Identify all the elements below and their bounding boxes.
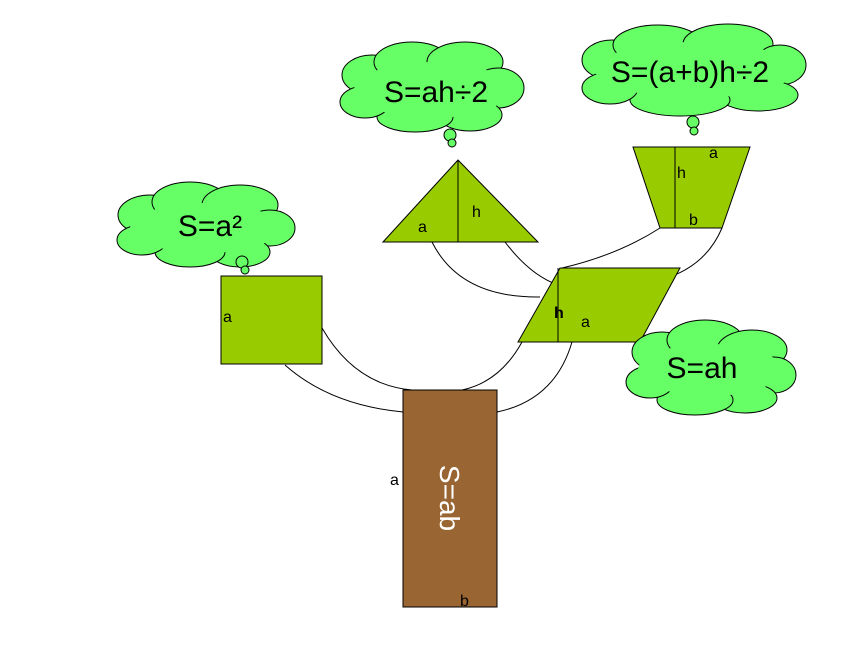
cloud-trapezoid-formula: S=(a+b)h÷2 [581, 23, 807, 136]
trapezoid-formula: S=(a+b)h÷2 [611, 56, 769, 89]
trapezoid-shape: a h b [632, 145, 751, 229]
square-side-label: a [223, 309, 232, 326]
branch-triangle-outer [431, 241, 541, 298]
square-shape: a [220, 275, 323, 365]
branch-parallelogram-inner [461, 341, 523, 391]
parallelogram-formula: S=ah [667, 352, 738, 385]
trapezoid-bottom-label: b [689, 212, 698, 229]
branch-square-outer [284, 364, 404, 413]
triangle-height-label: h [472, 204, 481, 221]
rectangle-formula: S=ab [434, 465, 465, 531]
cloud-parallelogram-formula: S=ah [625, 319, 797, 416]
rectangle-width-label: b [460, 593, 469, 610]
rectangle-height-label: a [390, 472, 399, 489]
triangle-base-label: a [418, 219, 427, 236]
triangle-shape: a h [381, 159, 540, 243]
rectangle-trunk: S=ab a b [390, 389, 498, 610]
cloud-triangle-formula: S=ah÷2 [339, 41, 525, 148]
parallelogram-height-label: h [554, 305, 564, 322]
trapezoid-top-label: a [709, 145, 718, 162]
branch-square-inner [321, 327, 413, 391]
parallelogram-shape: h a [517, 267, 681, 343]
parallelogram-base-label: a [581, 314, 590, 331]
trapezoid-height-label: h [677, 165, 686, 182]
branch-triangle-inner [504, 241, 559, 286]
triangle-formula: S=ah÷2 [384, 76, 488, 109]
branch-trapezoid-outer [561, 227, 661, 269]
cloud-square-formula: S=a² [116, 181, 296, 275]
tree-branches [284, 227, 723, 413]
square-formula: S=a² [178, 210, 242, 243]
branch-parallelogram-outer [496, 341, 573, 413]
